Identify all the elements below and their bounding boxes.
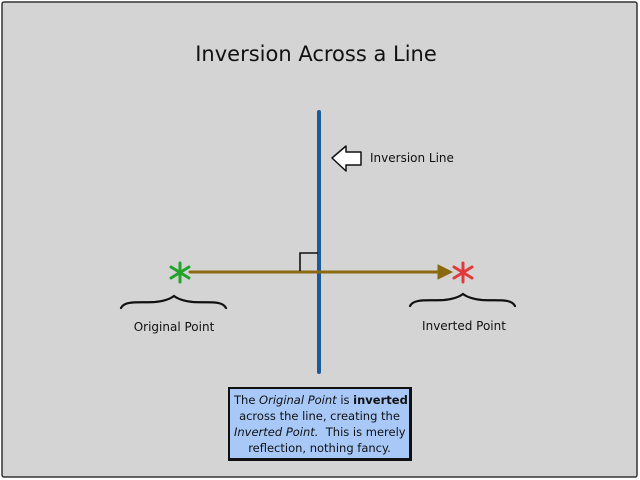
note-line: reflection, nothing fancy. [234,440,405,456]
note-text-segment: is [336,393,354,407]
original-point-label: Original Point [134,320,215,334]
note-line: Inverted Point. This is merely [234,424,406,440]
right-angle-mark-icon [299,252,318,271]
note-line: The Original Point is inverted [234,392,408,408]
note-text-segment: Original Point [259,393,337,407]
note-text-segment: across the line, creating the [239,409,400,423]
inverted-point-label: Inverted Point [422,319,506,333]
left-arrow-outline-icon [331,145,362,172]
inversion-line-label: Inversion Line [370,151,454,165]
original-point-brace-icon [119,294,228,310]
inverted-point-brace-icon [408,292,517,308]
note-text-segment: reflection, nothing fancy. [248,441,391,455]
original-point-marker [169,261,191,284]
note-text-segment: inverted [353,393,408,407]
note-text-segment: Inverted Point. [234,425,319,439]
inverted-point-marker [452,261,474,284]
diagram-title: Inversion Across a Line [195,42,437,66]
note-text-segment: This is merely [318,425,406,439]
reflection-arrowhead [437,264,454,280]
note-text-segment: The [234,393,260,407]
note-line: across the line, creating the [234,408,405,424]
